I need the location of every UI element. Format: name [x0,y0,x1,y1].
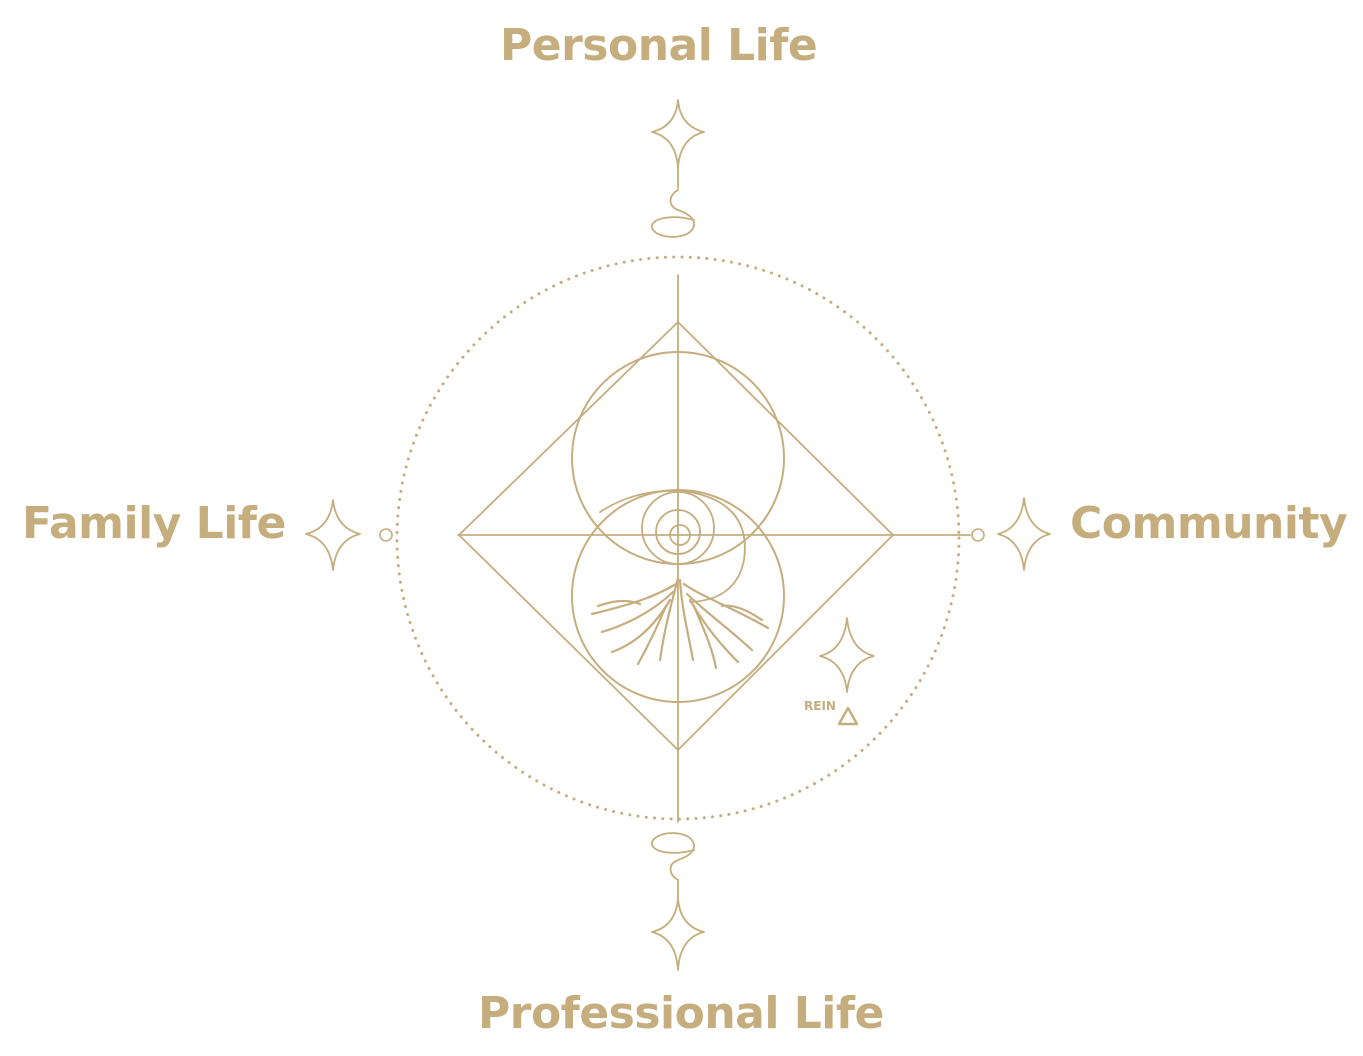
center-circle-mid [655,509,701,555]
spiral-arc [599,489,746,603]
four-point-sparkle-icon [651,897,705,971]
center-circle-outer [641,491,715,565]
label-family-life: Family Life [22,498,286,549]
right-loop [971,528,985,542]
spiral-icon [651,832,695,881]
label-community: Community [1070,498,1348,549]
label-professional-life: Professional Life [478,988,884,1039]
center-circle-inner [669,524,691,546]
four-point-sparkle-icon [819,617,875,693]
four-point-sparkle-icon [651,99,705,169]
tree-roots-icon [590,576,770,670]
label-personal-life: Personal Life [500,20,818,71]
triangle-icon [837,706,859,726]
emblem-mark: REIN [804,699,836,713]
four-point-sparkle-icon [997,497,1051,571]
four-point-sparkle-icon [305,499,361,571]
left-loop [379,528,393,542]
lower-circle [571,489,785,703]
diamond-frame [458,321,894,751]
spiral-icon [651,189,695,238]
